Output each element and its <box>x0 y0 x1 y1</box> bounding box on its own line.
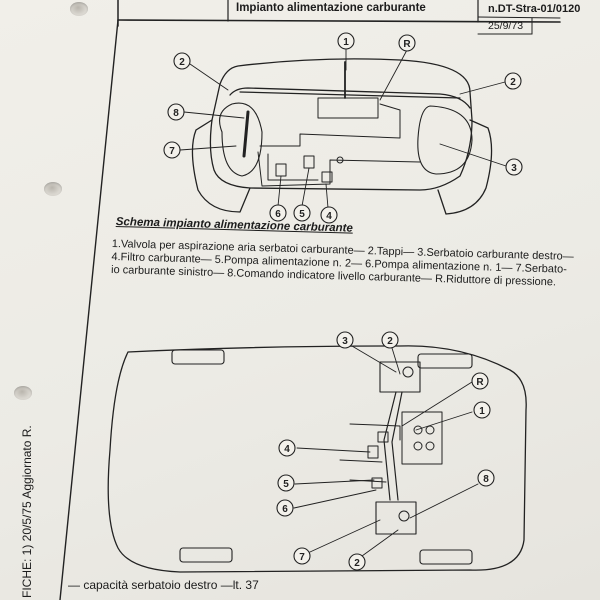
callout-bottom-1: 1 <box>473 401 491 419</box>
svg-text:6: 6 <box>282 504 288 515</box>
callout-top-R: R <box>398 34 416 52</box>
svg-text:3: 3 <box>342 336 348 347</box>
punch-hole <box>70 2 88 16</box>
document-date: 25/9/73 <box>488 20 524 32</box>
svg-text:6: 6 <box>275 209 281 220</box>
callout-bottom-4: 4 <box>278 439 296 457</box>
svg-text:5: 5 <box>283 479 289 490</box>
callout-bottom-2-top: 2 <box>381 331 399 349</box>
svg-text:R: R <box>476 377 484 388</box>
callout-top-7: 7 <box>163 141 181 159</box>
svg-text:5: 5 <box>299 209 305 220</box>
svg-text:4: 4 <box>284 444 290 455</box>
capacity-note: — capacità serbatoio destro —lt. 37 <box>68 578 259 592</box>
svg-text:2: 2 <box>354 558 360 569</box>
callout-top-3: 3 <box>505 158 523 176</box>
callout-bottom-R: R <box>471 372 489 390</box>
callout-bottom-5: 5 <box>277 474 295 492</box>
callout-bottom-8: 8 <box>477 469 495 487</box>
svg-text:4: 4 <box>326 211 332 222</box>
callout-bottom-7: 7 <box>293 547 311 565</box>
callout-top-1: 1 <box>337 32 355 50</box>
svg-text:2: 2 <box>179 57 185 68</box>
revision-note: FICHE: 1) 20/5/75 Aggiornato R. <box>20 425 34 598</box>
callout-bottom-2-bottom: 2 <box>348 553 366 571</box>
svg-text:1: 1 <box>479 406 485 417</box>
callout-top-5: 5 <box>293 204 311 222</box>
svg-text:7: 7 <box>169 146 175 157</box>
callout-top-8: 8 <box>167 103 185 121</box>
document-code: n.DT-Stra-01/0120 <box>488 3 581 15</box>
callout-bottom-6: 6 <box>276 499 294 517</box>
callout-top-2-right: 2 <box>504 72 522 90</box>
svg-text:2: 2 <box>387 336 393 347</box>
header-title: Impianto alimentazione carburante <box>236 2 426 14</box>
svg-text:3: 3 <box>511 163 517 174</box>
punch-hole <box>14 386 32 400</box>
callout-bottom-3: 3 <box>336 331 354 349</box>
svg-text:8: 8 <box>483 474 489 485</box>
callout-top-4: 4 <box>320 206 338 224</box>
svg-text:2: 2 <box>510 77 516 88</box>
callout-top-2-left: 2 <box>173 52 191 70</box>
svg-text:7: 7 <box>299 552 305 563</box>
svg-text:R: R <box>403 39 411 50</box>
punch-hole <box>44 182 62 196</box>
svg-text:1: 1 <box>343 37 349 48</box>
callout-top-6: 6 <box>269 204 287 222</box>
svg-text:8: 8 <box>173 108 179 119</box>
